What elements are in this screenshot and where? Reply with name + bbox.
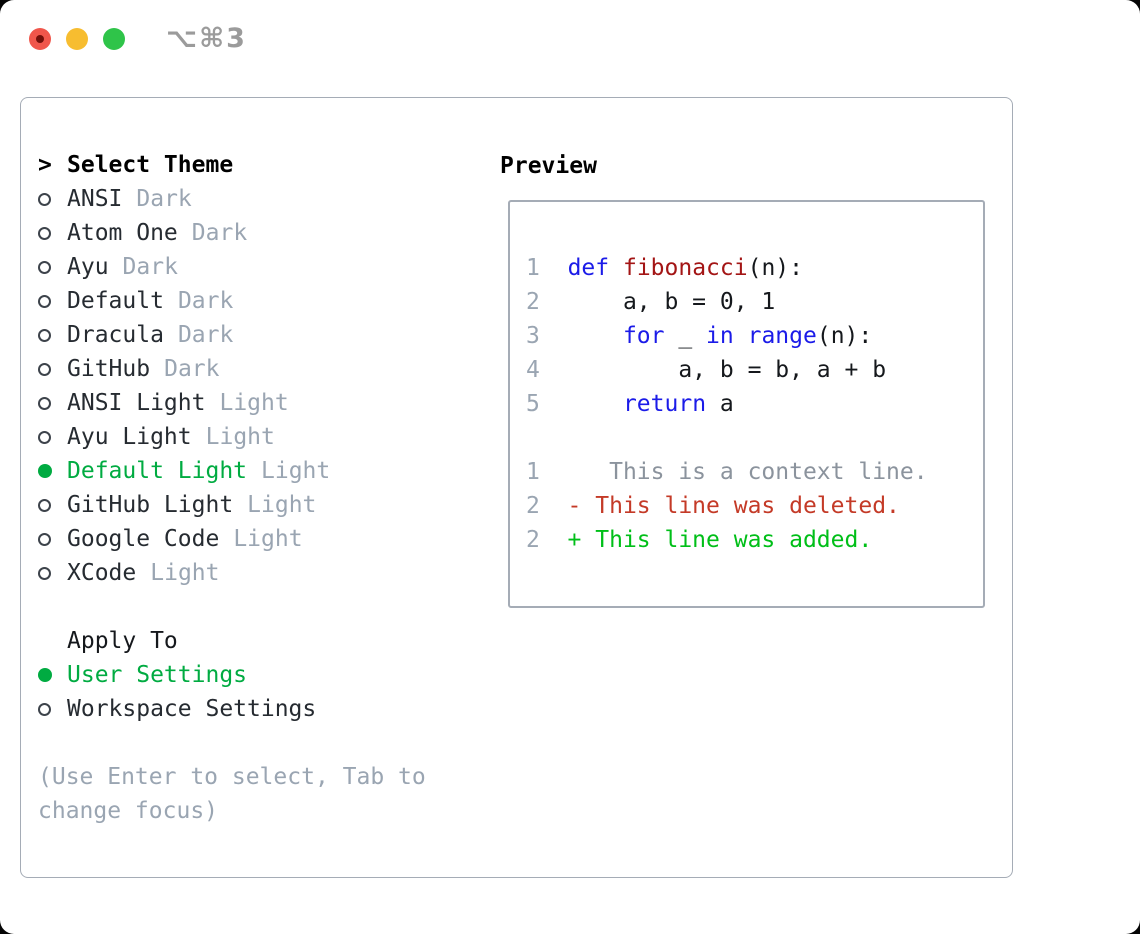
prompt-icon: > [38, 152, 52, 178]
theme-variant-tag: Dark [191, 220, 248, 246]
theme-option[interactable]: Atom One Dark [38, 216, 426, 250]
radio-icon [38, 702, 67, 716]
code-line: 5 return a [526, 391, 734, 417]
radio-icon [38, 498, 67, 512]
code-line: 2 a, b = 0, 1 [526, 289, 776, 315]
theme-option[interactable]: Dracula Dark [38, 318, 426, 352]
radio-icon [38, 226, 67, 240]
theme-variant-tag: Dark [177, 288, 234, 314]
option-label: Workspace Settings [67, 696, 317, 722]
preview-title: Preview [500, 153, 597, 179]
theme-variant-tag: Dark [164, 356, 220, 382]
theme-option[interactable]: Google Code Light [38, 522, 426, 556]
window-title-shortcut: ⌥⌘3 [166, 23, 247, 54]
radio-icon [38, 362, 67, 376]
select-theme-header: > Select Theme [38, 148, 426, 182]
theme-variant-tag: Dark [177, 322, 234, 348]
option-label: GitHub Light [67, 492, 234, 518]
radio-selected-icon [38, 464, 67, 478]
theme-option[interactable]: Ayu Light Light [38, 420, 426, 454]
radio-icon [38, 566, 67, 580]
theme-variant-tag: Light [205, 424, 275, 450]
radio-icon [38, 294, 67, 308]
radio-icon [38, 260, 67, 274]
radio-icon [38, 430, 67, 444]
theme-variant-tag: Light [247, 492, 317, 518]
preview-pane: 1 def fibonacci(n): 2 a, b = 0, 1 3 for _ … [508, 200, 985, 608]
option-label: ANSI Light [67, 390, 206, 416]
apply-to-option[interactable]: User Settings [38, 658, 426, 692]
option-label: User Settings [67, 662, 248, 688]
theme-variant-tag: Light [219, 390, 289, 416]
close-button[interactable] [29, 28, 51, 50]
theme-variant-tag: Light [233, 526, 303, 552]
theme-variant-tag: Light [261, 458, 331, 484]
minimize-button[interactable] [66, 28, 88, 50]
code-line: 4 a, b = b, a + b [526, 357, 887, 383]
option-label: Default Light [67, 458, 248, 484]
theme-option[interactable]: ANSI Dark [38, 182, 426, 216]
option-label: Default [67, 288, 164, 314]
option-label: Google Code [67, 526, 220, 552]
theme-option[interactable]: Default Dark [38, 284, 426, 318]
theme-variant-tag: Dark [122, 254, 178, 280]
apply-to-header: Apply To [38, 624, 426, 658]
radio-icon [38, 532, 67, 546]
apply-to-title: Apply To [67, 628, 178, 654]
option-label: GitHub [67, 356, 151, 382]
radio-selected-icon [38, 668, 67, 682]
code-line: 2 + This line was added. [526, 527, 873, 553]
select-theme-title: Select Theme [67, 152, 234, 178]
radio-icon [38, 192, 67, 206]
theme-option[interactable]: Ayu Dark [38, 250, 426, 284]
code-area: 1 def fibonacci(n): 2 a, b = 0, 1 3 for _ … [526, 251, 928, 557]
theme-variant-tag: Light [150, 560, 220, 586]
option-label: XCode [67, 560, 137, 586]
radio-icon [38, 396, 67, 410]
option-label: ANSI [67, 186, 123, 212]
code-line: 1 This is a context line. [526, 459, 928, 485]
theme-option[interactable]: GitHub Light Light [38, 488, 426, 522]
theme-option[interactable]: Default Light Light [38, 454, 426, 488]
apply-to-option[interactable]: Workspace Settings [38, 692, 426, 726]
theme-option[interactable]: ANSI Light Light [38, 386, 426, 420]
theme-option[interactable]: GitHub Dark [38, 352, 426, 386]
code-line: 3 for _ in range(n): [526, 323, 873, 349]
code-line: 2 - This line was deleted. [526, 493, 900, 519]
option-label: Ayu Light [67, 424, 192, 450]
option-label: Dracula [67, 322, 164, 348]
zoom-button[interactable] [103, 28, 125, 50]
theme-option[interactable]: XCode Light [38, 556, 426, 590]
theme-variant-tag: Dark [136, 186, 192, 212]
option-label: Ayu [67, 254, 109, 280]
code-line: 1 def fibonacci(n): [526, 255, 803, 281]
code-line [526, 421, 928, 455]
spacer [38, 590, 426, 624]
keyboard-hint: (Use Enter to select, Tab to change focu… [38, 764, 426, 824]
radio-icon [38, 328, 67, 342]
option-label: Atom One [67, 220, 178, 246]
